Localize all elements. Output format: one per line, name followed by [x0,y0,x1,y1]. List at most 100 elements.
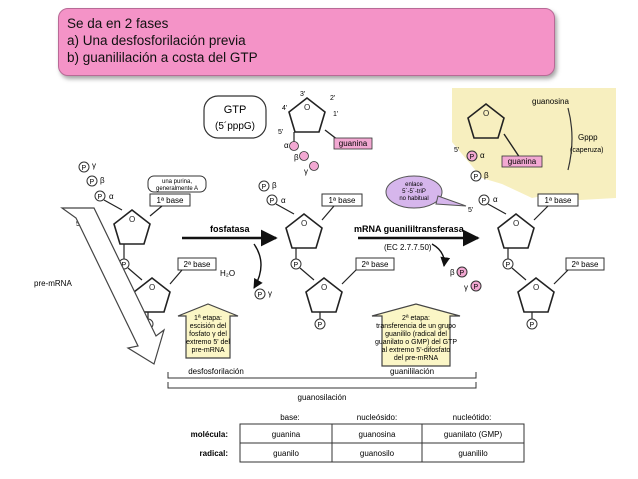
table-row-label-molecula: molécula: [191,430,228,439]
svg-text:P: P [530,322,535,329]
base1-label-middle: 1ª base [329,196,357,205]
svg-text:P: P [482,198,487,205]
base1-label-left: 1ª base [157,196,185,205]
svg-text:P: P [122,262,127,269]
direction-arrow [60,207,166,365]
svg-text:P: P [258,292,263,299]
svg-text:5´-5´-triP: 5´-5´-triP [402,189,426,195]
svg-text:β: β [450,268,455,277]
callout-item-a: a) Una desfosforilación previa [67,33,246,48]
svg-text:P: P [270,198,275,205]
table-cell: guanina [272,430,301,439]
base1-label-right: 1ª base [545,196,573,205]
svg-text:al extremo 5'-difosfato: al extremo 5'-difosfato [382,347,451,354]
svg-text:P: P [318,322,323,329]
fosfatasa-label: fosfatasa [210,224,251,234]
svg-text:2': 2' [330,95,335,102]
svg-text:transferencia de un grupo: transferencia de un grupo [376,323,456,330]
svg-text:fosfato γ del: fosfato γ del [189,331,227,338]
pre-mrna-label: pre-mRNA [34,279,72,288]
guanosilacion-label: guanosilación [298,393,347,402]
svg-text:guanilato o GMP) del GTP: guanilato o GMP) del GTP [375,339,457,346]
gppp-label: Gppp [578,133,598,142]
svg-text:β: β [294,153,299,162]
svg-text:3': 3' [300,91,305,98]
base2-label-right: 2ª base [572,260,600,269]
svg-text:α: α [493,195,498,204]
pre-mrna-left: P γ P β P α 1ª base una purina, generalm… [34,161,217,365]
pre-mrna-middle: P β P α 1ª base P 2ª base P [258,180,395,330]
transferasa-step: mRNA guanililtransferasa (EC 2.7.7.50) P… [354,224,482,292]
etapa1-box: 1ª etapa: escisión del fosfato γ del ext… [177,303,239,359]
svg-text:5': 5' [454,147,459,154]
svg-text:β: β [484,171,489,180]
stage-brackets: desfosforilación guanililación guanosila… [167,367,477,402]
svg-text:γ: γ [304,167,308,176]
svg-text:4': 4' [282,105,287,112]
gtp-base-label: guanina [339,139,368,148]
svg-text:γ: γ [268,289,272,298]
svg-text:una purina,: una purina, [162,179,192,185]
svg-text:α: α [109,192,114,201]
svg-text:escisión del: escisión del [190,323,227,330]
svg-text:α: α [281,196,286,205]
guanosina-label: guanosina [532,97,569,106]
table-cell: guanilo [273,449,299,458]
svg-text:P: P [460,270,465,277]
capping-diagram: O GTP (5´pppG) 3' 2' 4' 1' 5' guanina α … [34,88,616,463]
svg-text:α: α [284,141,289,150]
svg-text:extremo 5' del: extremo 5' del [186,339,230,346]
gtp-molecule: 3' 2' 4' 1' 5' guanina α β γ [278,91,373,176]
svg-text:generalmente A: generalmente A [156,186,198,192]
nomenclature-table: base: nucleósido: nucleótido: molécula: … [191,413,525,463]
cap-highlight [452,88,616,200]
svg-text:del pre-mRNA: del pre-mRNA [394,355,439,362]
table-header-base: base: [280,413,300,422]
svg-text:γ: γ [92,161,96,170]
water-label: H₂O [220,269,235,278]
base2-label-left: 2ª base [184,260,212,269]
guanililacion-label: guanililación [390,367,434,376]
svg-text:5': 5' [278,129,283,136]
table-cell: guanililo [458,449,488,458]
svg-text:2ª etapa:: 2ª etapa: [402,315,430,322]
svg-text:β: β [100,176,105,185]
svg-text:P: P [90,179,95,186]
svg-text:1': 1' [333,111,338,118]
base2-label-middle: 2ª base [362,260,390,269]
svg-text:enlace: enlace [405,182,423,188]
enlace-bubble: enlace 5´-5´-triP no habitual [385,175,467,209]
callout-title: Se da en 2 fases [67,16,169,31]
gtp-title: GTP [224,104,247,116]
svg-text:P: P [98,194,103,201]
table-cell: guanilato (GMP) [444,430,503,439]
svg-text:P: P [506,262,511,269]
fosfatasa-step: fosfatasa H₂O P γ [182,224,278,300]
svg-text:β: β [272,181,277,190]
svg-text:guanililo (radical del: guanililo (radical del [385,331,447,338]
table-header-nucleosido: nucleósido: [357,413,397,422]
svg-text:P: P [262,184,267,191]
svg-text:no habitual: no habitual [399,196,428,202]
ec-number: (EC 2.7.7.50) [384,243,432,252]
table-header-nucleotido: nucleótido: [453,413,492,422]
gtp-label-bubble: GTP (5´pppG) [203,95,267,139]
svg-text:P: P [470,154,475,161]
callout-item-b: b) guanililación a costa del GTP [67,50,258,65]
svg-text:α: α [480,151,485,160]
summary-callout: Se da en 2 fases a) Una desfosforilación… [58,8,555,76]
transferasa-label: mRNA guanililtransferasa [354,224,465,234]
svg-text:5': 5' [468,207,473,214]
table-cell: guanosilo [360,449,395,458]
table-cell: guanosina [359,430,396,439]
svg-text:P: P [294,262,299,269]
gtp-subtitle: (5´pppG) [215,120,255,132]
cap-base-label: guanina [508,157,537,166]
svg-text:P: P [474,174,479,181]
svg-text:1ª etapa:: 1ª etapa: [194,315,222,322]
desfosforilacion-label: desfosforilación [188,367,244,376]
capped-mrna-right: guanosina Gppp (caperuza) guanina 5' P α… [454,97,605,330]
caperuza-label: (caperuza) [570,147,603,154]
svg-text:P: P [474,284,479,291]
etapa2-box: 2ª etapa: transferencia de un grupo guan… [371,303,461,367]
